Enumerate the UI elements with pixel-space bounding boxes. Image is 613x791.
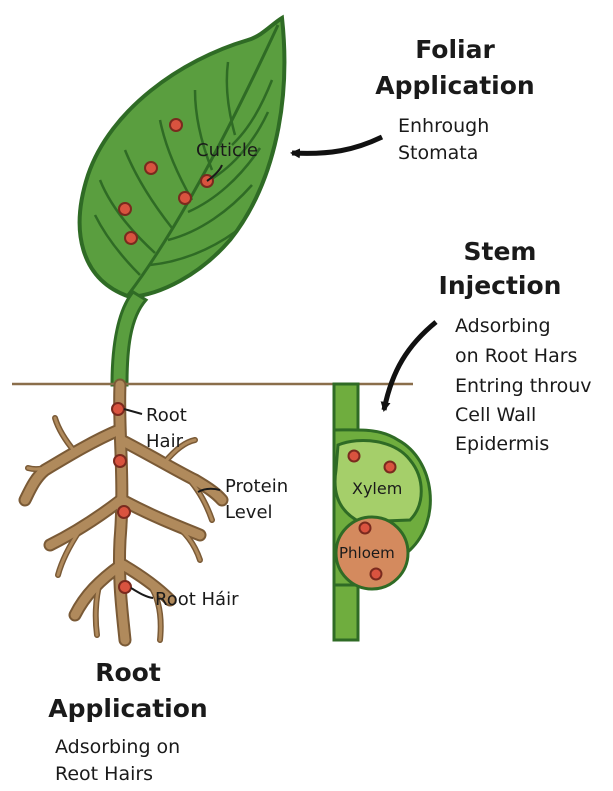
foliar-title-line1: Foliar bbox=[390, 34, 520, 65]
protein-label-line2: Level bbox=[225, 501, 273, 524]
stem-cross-section bbox=[334, 384, 430, 640]
phloem-label: Phloem bbox=[339, 542, 395, 565]
plant-stem bbox=[112, 292, 146, 385]
stem-desc-line3: Entring throuv bbox=[455, 373, 592, 399]
stem-desc-line1: Adsorbing bbox=[455, 313, 551, 339]
foliar-arrow bbox=[292, 137, 382, 153]
xylem-label: Xylem bbox=[352, 477, 402, 500]
stem-desc-line4: Cell Wall bbox=[455, 402, 536, 428]
stem-desc-line5: Epidermis bbox=[455, 431, 549, 457]
stem-desc-line2: on Root Hars bbox=[455, 343, 577, 369]
root-title-line1: Root bbox=[78, 657, 178, 688]
foliar-desc-line2: Stomata bbox=[398, 140, 478, 166]
stem-title-line2: Injection bbox=[425, 270, 575, 301]
stem-title-line1: Stem bbox=[440, 236, 560, 267]
root-desc-line2: Reot Hairs bbox=[55, 761, 153, 787]
cuticle-label: Cuticle bbox=[196, 139, 258, 162]
root-hair-label-line1: Root bbox=[146, 404, 187, 427]
foliar-desc-line1: Enhrough bbox=[398, 113, 489, 139]
root-hair-label-2: Root Háir bbox=[155, 588, 238, 611]
root-title-line2: Application bbox=[38, 693, 218, 724]
protein-label-line1: Protein bbox=[225, 475, 288, 498]
stem-injection-arrow bbox=[384, 322, 436, 410]
root-hair-label-line2: Hair bbox=[146, 430, 183, 453]
foliar-title-line2: Application bbox=[360, 70, 550, 101]
root-desc-line1: Adsorbing on bbox=[55, 734, 180, 760]
